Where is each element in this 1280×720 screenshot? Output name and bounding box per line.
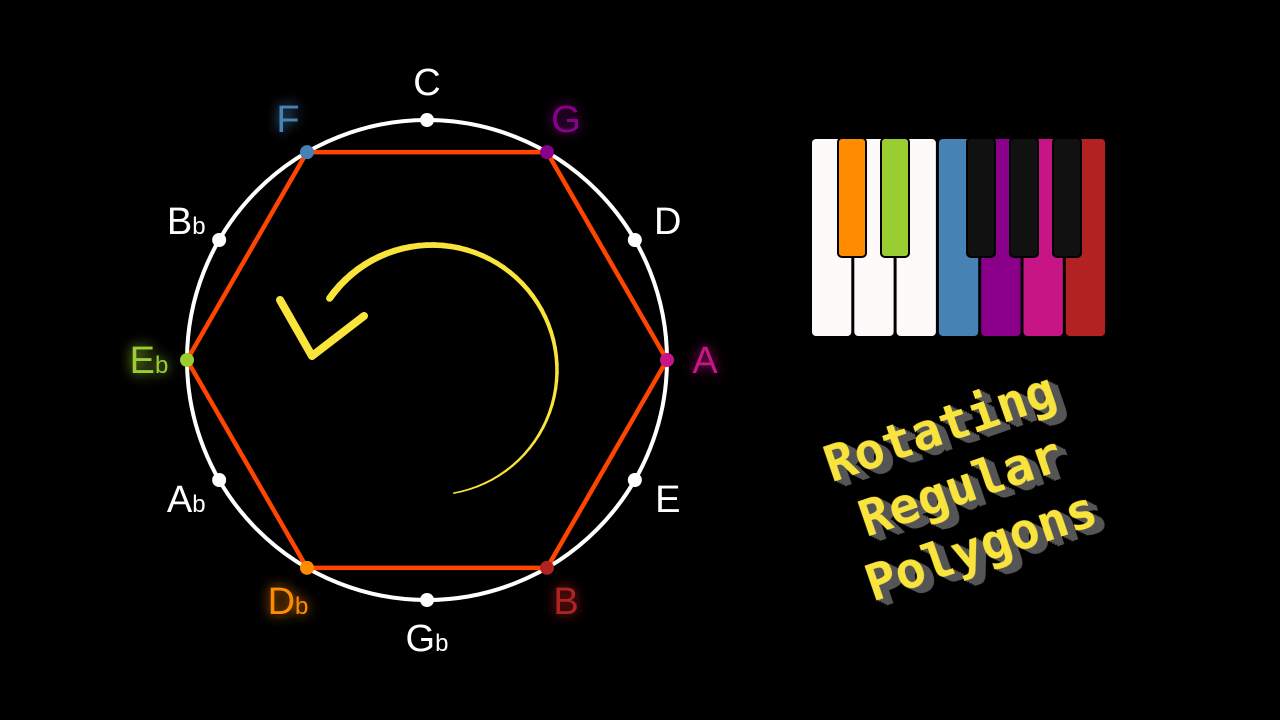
note-letter: D	[654, 201, 681, 243]
note-label: F	[276, 99, 299, 141]
hexagon-layer	[184, 149, 670, 571]
note-letter: B	[167, 201, 192, 243]
note-dot-1	[540, 145, 554, 160]
flat-symbol: b	[155, 352, 168, 379]
arrow-segment	[476, 482, 486, 488]
flat-symbol: b	[192, 491, 205, 518]
note-label: Bb	[167, 201, 206, 243]
note-dot-8	[212, 473, 227, 487]
note-label: G	[551, 99, 581, 141]
arrow-segment	[460, 488, 471, 493]
flat-symbol: b	[435, 630, 448, 657]
note-label: Gb	[406, 618, 449, 660]
arrow-segment	[522, 446, 531, 456]
note-label: E	[655, 479, 680, 521]
black-key-2	[966, 137, 996, 258]
arrow-segment	[498, 469, 507, 477]
flat-symbol: b	[295, 593, 308, 620]
black-key-4	[1052, 137, 1082, 258]
note-letter: F	[276, 99, 299, 141]
arrow-segment	[491, 474, 501, 481]
note-label: C	[413, 62, 440, 104]
arrow-segment	[326, 288, 339, 302]
hexagon	[184, 149, 670, 571]
arrow-segment	[511, 459, 520, 467]
black-key-3	[1009, 137, 1039, 258]
note-dot-3	[660, 353, 674, 367]
note-dot-5	[540, 560, 554, 575]
arrow-segment	[452, 490, 463, 494]
note-dot-9	[180, 353, 194, 367]
note-dot-2	[627, 233, 642, 247]
note-dot-11	[300, 145, 314, 160]
note-label: Db	[268, 581, 309, 623]
note-dot-6	[420, 593, 434, 607]
note-dots	[180, 113, 674, 607]
flat-symbol: b	[192, 213, 205, 240]
note-letter: E	[655, 479, 680, 521]
arrow-segment	[504, 464, 514, 472]
note-dot-10	[212, 233, 227, 247]
arrowhead-icon	[276, 296, 368, 360]
note-letter: A	[692, 340, 718, 382]
arrow-segment	[528, 440, 536, 450]
note-label: D	[654, 201, 681, 243]
note-letter: A	[167, 479, 193, 521]
arrow-segment	[468, 485, 479, 491]
note-letter: C	[413, 62, 440, 104]
note-dot-4	[627, 473, 642, 487]
note-letter: G	[551, 99, 581, 141]
piano-keyboard	[812, 137, 1106, 336]
title-text: Rotating Regular Polygons	[817, 361, 1105, 613]
note-label: B	[553, 581, 578, 623]
black-key-1	[880, 137, 910, 258]
black-key-0	[837, 137, 867, 258]
note-label: Eb	[130, 340, 169, 382]
arrow-segment	[517, 453, 526, 462]
note-dot-7	[300, 560, 314, 575]
note-label: A	[692, 340, 718, 382]
note-letter: E	[130, 340, 155, 382]
note-letter: G	[406, 618, 436, 660]
note-dot-0	[420, 113, 434, 127]
arrow-segment	[483, 478, 494, 485]
note-letter: B	[553, 581, 578, 623]
note-label: Ab	[167, 479, 206, 521]
note-letter: D	[268, 581, 295, 623]
circle-of-fifths-ring	[185, 118, 669, 602]
rotation-arrow-icon	[276, 242, 559, 494]
